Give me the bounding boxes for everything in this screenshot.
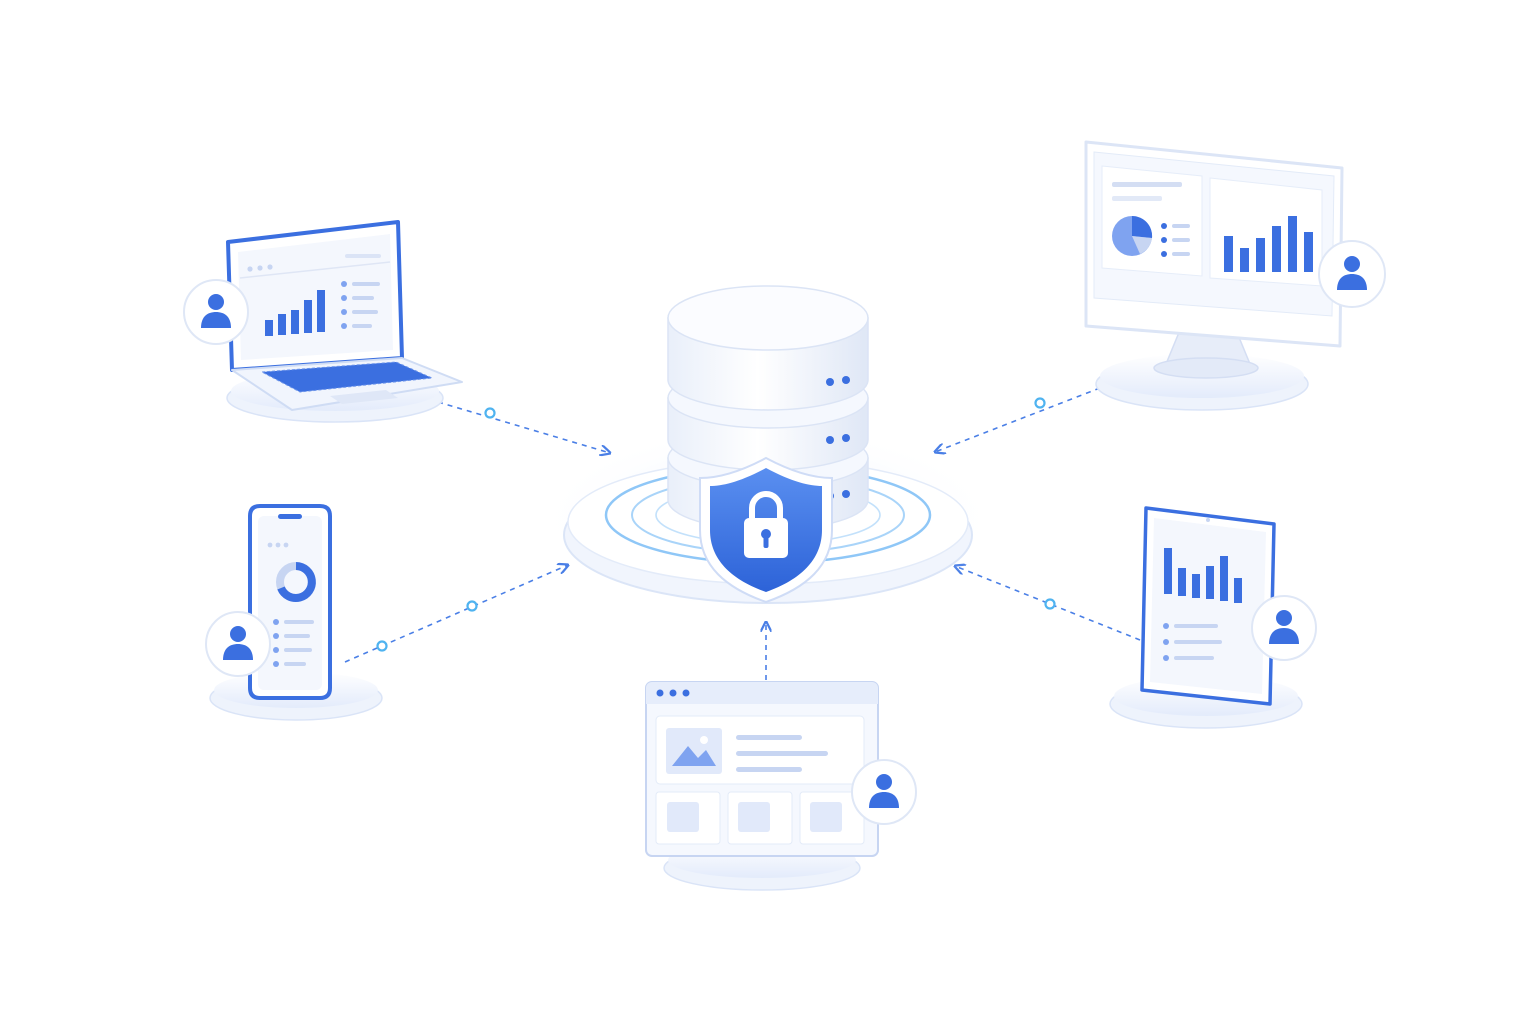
user-avatar-laptop[interactable]: [183, 279, 249, 345]
status-led: [842, 490, 850, 498]
node-dot: [484, 407, 496, 419]
laptop-bar: [265, 320, 273, 336]
tablet-bar: [1192, 574, 1200, 598]
laptop-bar: [291, 310, 299, 334]
donut-chart-icon: [276, 562, 316, 602]
pie-chart-icon: [1112, 215, 1153, 256]
connector-tablet: [955, 566, 1141, 641]
monitor-icon: [1084, 140, 1344, 379]
tablet-bar: [1206, 566, 1214, 599]
laptop-icon: [226, 220, 463, 411]
user-avatar-browser[interactable]: [851, 759, 917, 825]
tablet-bar: [1164, 548, 1172, 594]
node-dot: [1034, 397, 1046, 409]
monitor-bar: [1288, 216, 1297, 272]
node-dot: [466, 600, 478, 612]
user-icon: [223, 626, 253, 660]
status-led: [826, 436, 834, 444]
user-icon: [1269, 610, 1299, 644]
monitor-bar: [1240, 248, 1249, 272]
connector-desktop: [935, 387, 1101, 452]
tablet-bar: [1178, 568, 1186, 596]
monitor-bar: [1224, 236, 1233, 272]
monitor-bar: [1304, 232, 1313, 272]
database-tier-top: [667, 285, 869, 411]
phone-device[interactable]: [205, 504, 383, 721]
user-icon: [201, 294, 231, 328]
browser-device[interactable]: [645, 681, 917, 891]
user-icon: [869, 774, 899, 808]
laptop-bar: [304, 300, 312, 333]
user-avatar-desktop[interactable]: [1318, 240, 1386, 308]
laptop-bar: [278, 314, 286, 335]
tablet-icon: [1140, 506, 1276, 706]
desktop-device[interactable]: [1084, 140, 1386, 411]
image-icon: [666, 728, 722, 774]
lock-icon: [744, 491, 788, 558]
laptop-bar: [317, 290, 325, 332]
user-avatar-tablet[interactable]: [1251, 595, 1317, 661]
browser-window-icon: [645, 681, 879, 857]
central-database[interactable]: [538, 285, 998, 615]
tablet-device[interactable]: [1109, 506, 1317, 729]
monitor-bar: [1272, 226, 1281, 272]
phone-icon: [248, 504, 332, 700]
node-dot: [1044, 598, 1056, 610]
user-avatar-phone[interactable]: [205, 611, 271, 677]
connector-laptop: [437, 401, 610, 453]
tablet-bar: [1220, 556, 1228, 601]
user-icon: [1337, 256, 1367, 290]
laptop-device[interactable]: [183, 220, 463, 423]
tablet-bar: [1234, 578, 1242, 603]
monitor-bar: [1256, 238, 1265, 272]
connection-nodes: [376, 397, 1056, 652]
status-led: [842, 434, 850, 442]
status-led: [826, 378, 834, 386]
status-led: [842, 376, 850, 384]
node-dot: [376, 640, 388, 652]
shield-icon: [699, 456, 833, 604]
